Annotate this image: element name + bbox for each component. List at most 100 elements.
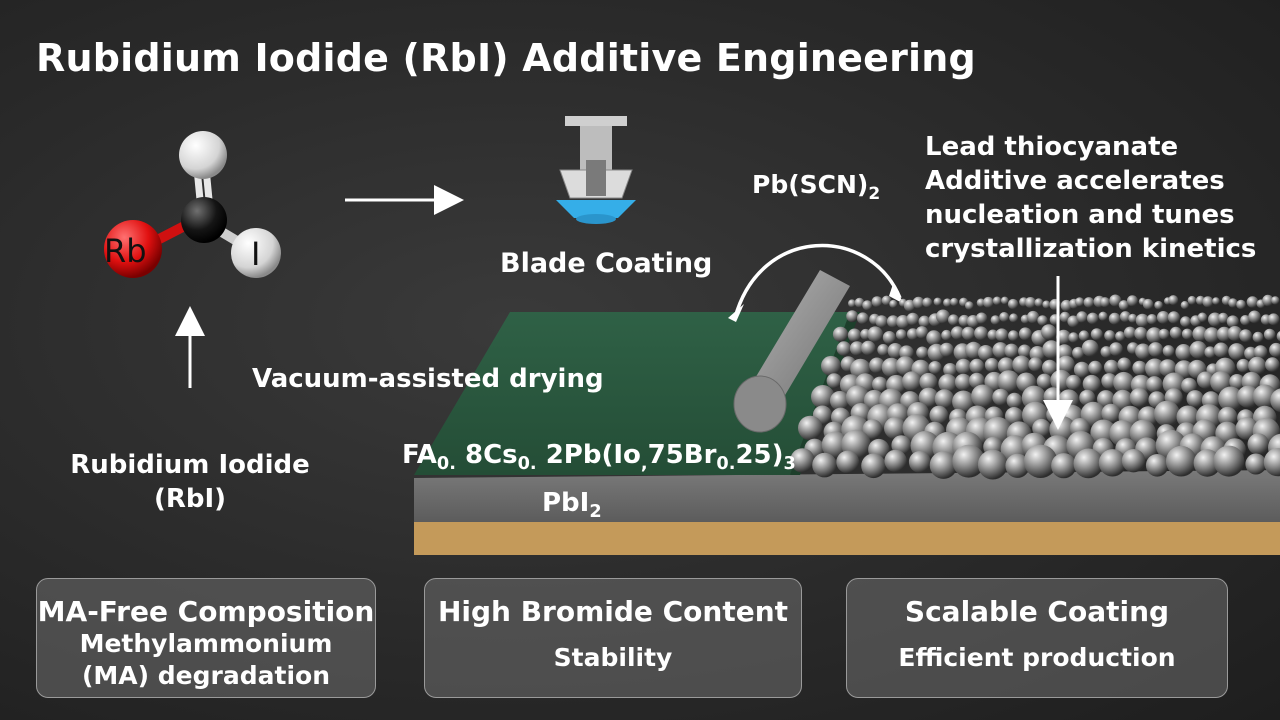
bead (1235, 417, 1259, 440)
bead (1009, 313, 1019, 323)
roller (733, 270, 850, 433)
bead (821, 431, 849, 459)
bead (1229, 374, 1245, 390)
vacuum-drying-label: Vacuum-assisted drying (252, 364, 604, 394)
bead (955, 358, 972, 375)
bead (826, 373, 842, 389)
bead (922, 297, 933, 308)
i-atom (231, 228, 281, 278)
bead (862, 300, 873, 311)
bead (1204, 327, 1220, 343)
formula-close: 25) (735, 440, 784, 470)
bead (1067, 315, 1080, 328)
bead (952, 390, 975, 413)
bead (1126, 295, 1138, 307)
bead (1008, 330, 1019, 342)
bead (1271, 296, 1280, 305)
card-ma-free-line1: Methylammonium (79, 629, 333, 658)
bead (1213, 342, 1229, 358)
bead (1263, 328, 1276, 341)
bead (1276, 331, 1280, 342)
bead (1154, 300, 1163, 310)
bead (1042, 300, 1051, 309)
bead (1227, 326, 1243, 341)
bead (1145, 454, 1169, 477)
bead (1081, 339, 1099, 357)
bead (899, 345, 914, 361)
bead (971, 384, 995, 408)
bead (1252, 331, 1264, 343)
bead (1269, 342, 1280, 358)
bead (1050, 369, 1072, 392)
lead-line-4: crystallization kinetics (925, 234, 1257, 264)
bead (1005, 407, 1024, 426)
carbon-atom (181, 197, 227, 243)
bead (1132, 360, 1147, 376)
bead (811, 385, 835, 409)
bead (1165, 445, 1197, 477)
pbi2-main: PbI (542, 488, 590, 518)
bead (1204, 346, 1216, 359)
bead (992, 296, 1002, 306)
bead (882, 331, 896, 344)
card-ma-free: MA-Free Composition Methylammonium (MA) … (36, 578, 376, 698)
bead (943, 363, 957, 377)
bead (1005, 453, 1030, 478)
bead (958, 314, 971, 327)
bead (1082, 374, 1101, 393)
bead (941, 329, 952, 341)
substrate-layer (414, 520, 1280, 555)
bead (881, 295, 892, 306)
bead (1146, 314, 1158, 325)
bead (1115, 331, 1126, 342)
bead (1142, 298, 1154, 310)
bead (1262, 294, 1274, 307)
bead (1145, 358, 1165, 379)
bead (1197, 312, 1208, 323)
bead (918, 315, 931, 328)
bead (926, 330, 942, 346)
bead (1018, 344, 1032, 358)
bead (1175, 344, 1192, 361)
formula-br: 75Br (647, 440, 717, 470)
bead (1121, 449, 1146, 473)
bead (862, 419, 883, 440)
bead (829, 391, 850, 411)
bead (1041, 324, 1057, 340)
bead (1159, 359, 1177, 377)
bead (887, 343, 903, 359)
bead (992, 388, 1010, 406)
bead (881, 357, 901, 377)
bead (915, 326, 929, 339)
bead (1042, 359, 1058, 376)
bead (1051, 453, 1077, 479)
bead (918, 387, 939, 408)
bead (1075, 297, 1085, 307)
bead (847, 328, 862, 342)
bead (990, 315, 1001, 325)
rbi-label-line2: (RbI) (153, 484, 227, 514)
bead (845, 385, 870, 409)
bead (1113, 371, 1135, 394)
formula-sub-4: 3 (783, 454, 796, 475)
bead (1018, 327, 1032, 341)
bead (1244, 346, 1258, 360)
bead (1135, 343, 1151, 360)
bead (1090, 328, 1103, 341)
bead (1086, 312, 1099, 325)
bead (889, 299, 898, 309)
bead (1036, 373, 1053, 389)
bead (936, 309, 950, 324)
atom-label-i: I (251, 235, 260, 273)
bead (919, 372, 938, 391)
bead (1099, 297, 1111, 308)
formula-comma: , (640, 454, 648, 475)
bead (1187, 295, 1197, 305)
bead (861, 453, 886, 479)
formula-fa: FA (402, 440, 437, 470)
bead (1213, 445, 1245, 477)
card-ma-free-line2: (MA) degradation (82, 661, 330, 690)
bead (1068, 332, 1079, 343)
bead (1101, 373, 1118, 389)
bead (995, 328, 1009, 342)
